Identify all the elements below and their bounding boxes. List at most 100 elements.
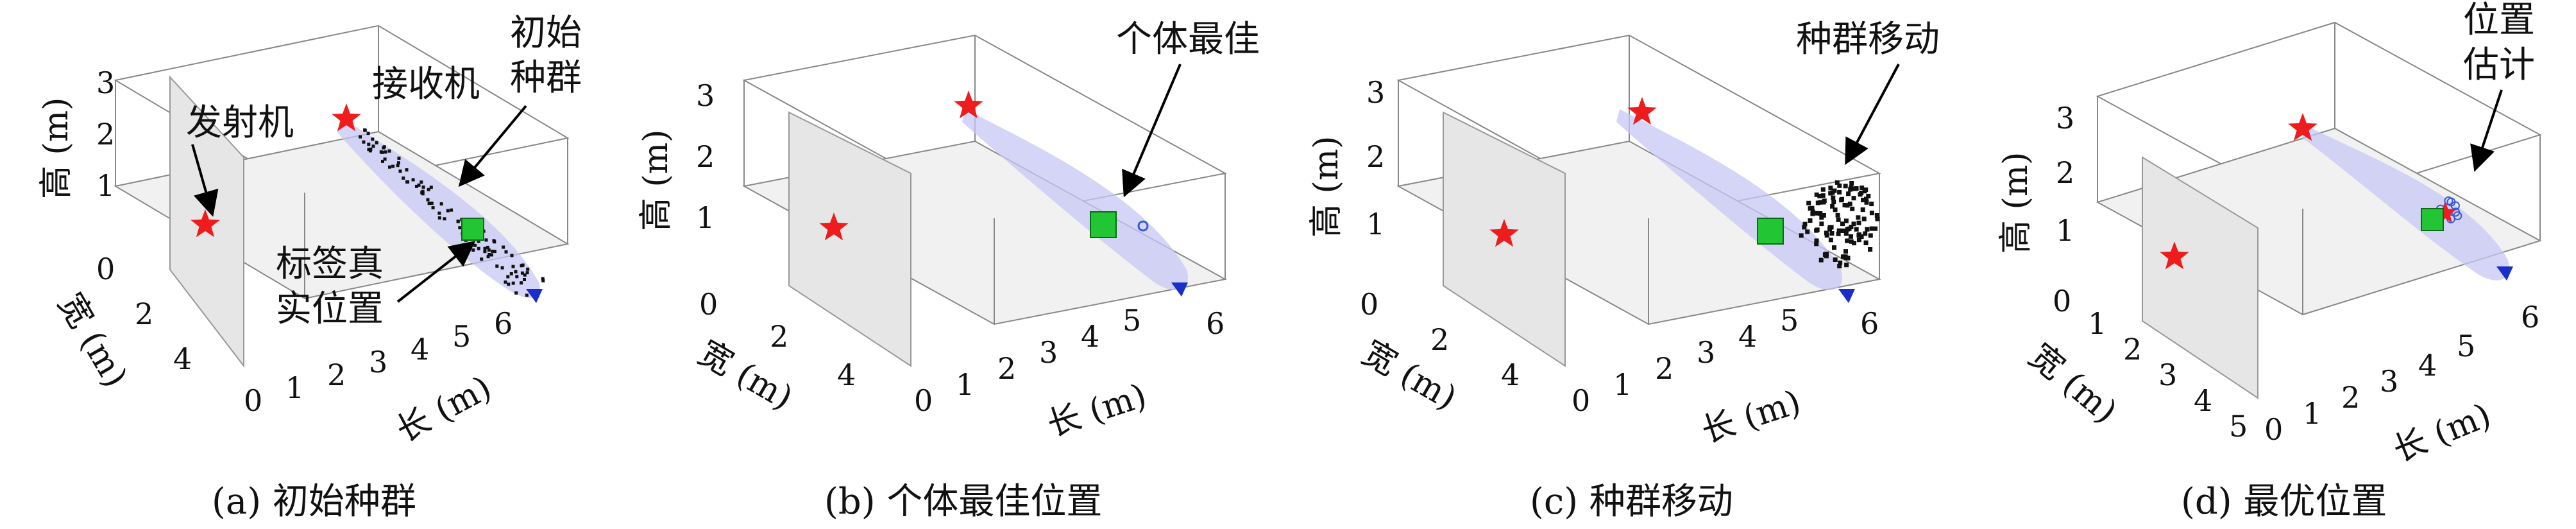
y-tick: 4 xyxy=(837,358,856,392)
population-point xyxy=(1844,263,1849,268)
population-point xyxy=(1820,193,1826,198)
population-point xyxy=(1828,191,1833,196)
population-point xyxy=(504,250,508,254)
x-tick: 0 xyxy=(244,383,262,418)
population-point xyxy=(490,253,493,257)
z-tick-labels: 3 2 1 xyxy=(96,65,115,203)
population-point xyxy=(1842,203,1847,207)
z-tick: 2 xyxy=(696,139,715,174)
z-tick: 2 xyxy=(1366,139,1385,174)
population-point xyxy=(483,250,487,254)
population-point xyxy=(1815,211,1820,216)
panel-b: 0 1 2 3 4 5 6 0 2 4 3 2 1 高 (m) 宽 (m) 长 … xyxy=(637,19,1260,523)
population-point xyxy=(1832,245,1836,250)
population-point xyxy=(1854,227,1859,232)
population-point xyxy=(484,238,488,242)
population-point xyxy=(375,141,378,144)
population-point xyxy=(1859,234,1864,239)
population-point xyxy=(1821,200,1826,205)
population-point xyxy=(359,135,362,139)
population-point xyxy=(1848,234,1853,239)
population-point xyxy=(1836,228,1842,233)
population-point xyxy=(1802,225,1807,230)
population-point xyxy=(1849,181,1854,186)
tag-triangle xyxy=(2496,266,2513,281)
x-tick-labels: 0 1 2 3 4 5 6 xyxy=(2264,300,2539,447)
arrow-transmitter xyxy=(191,144,219,217)
x-tick: 3 xyxy=(1697,335,1715,370)
population-point xyxy=(426,198,430,202)
caption-b: (b) 个体最佳位置 xyxy=(824,481,1102,523)
population-point xyxy=(520,264,523,268)
x-tick: 0 xyxy=(2264,412,2283,447)
population-point xyxy=(1817,193,1822,198)
population-point xyxy=(1851,221,1856,227)
population-point xyxy=(1868,233,1873,238)
population-point xyxy=(1828,238,1833,243)
z-tick: 1 xyxy=(696,200,715,235)
population-point xyxy=(1843,249,1848,254)
population-point xyxy=(429,186,433,189)
shaded-wall xyxy=(788,111,911,367)
population-point xyxy=(514,270,518,273)
y-tick: 0 xyxy=(1360,287,1378,322)
population-point xyxy=(1856,232,1861,238)
population-point xyxy=(427,202,431,205)
population-point xyxy=(450,208,453,212)
population-point xyxy=(1818,211,1823,216)
y-tick: 4 xyxy=(1501,358,1520,392)
population-point xyxy=(1824,230,1829,236)
x-tick: 2 xyxy=(2341,380,2360,415)
y-axis-label: 宽 (m) xyxy=(51,287,135,394)
tag-square xyxy=(1757,218,1784,245)
best-position-circle xyxy=(1137,220,1149,232)
x-tick: 0 xyxy=(914,383,933,418)
beam-ellipse xyxy=(962,109,1188,290)
population-point xyxy=(526,267,530,271)
population-point xyxy=(1869,211,1874,216)
population-point xyxy=(427,187,430,191)
population-point xyxy=(1821,213,1826,218)
population-point xyxy=(1814,228,1819,233)
x-tick: 2 xyxy=(1655,351,1674,386)
population-point xyxy=(396,161,400,165)
x-axis-label: 长 (m) xyxy=(2387,396,2496,470)
population-point xyxy=(493,250,496,254)
population-point xyxy=(1835,212,1840,218)
panel-a: 0 1 2 3 4 5 6 0 2 4 3 2 1 高 (m) 宽 (m) 长 … xyxy=(37,12,582,523)
arrow-best xyxy=(1122,64,1182,198)
population-point xyxy=(1799,233,1804,238)
population-point xyxy=(1865,227,1870,232)
population-point xyxy=(504,280,507,284)
x-tick: 4 xyxy=(1081,319,1099,354)
population-point xyxy=(2446,197,2456,207)
tag-square xyxy=(1090,211,1117,238)
annotation-receiver: 接收机 xyxy=(372,64,480,105)
x-tick: 4 xyxy=(2418,348,2437,383)
z-tick: 1 xyxy=(96,168,115,203)
z-tick: 2 xyxy=(2056,155,2074,190)
arrow-population xyxy=(458,105,527,187)
y-tick-labels: 0 2 4 xyxy=(96,252,192,376)
population-point xyxy=(541,279,545,282)
population-point xyxy=(391,164,395,168)
population-point xyxy=(1819,221,1824,227)
x-tick: 6 xyxy=(494,306,513,341)
x-tick: 1 xyxy=(956,367,974,402)
population-point xyxy=(506,275,510,279)
population-point xyxy=(1860,186,1865,190)
population-point xyxy=(1831,195,1836,200)
population-point xyxy=(520,271,524,275)
x-tick: 4 xyxy=(1738,319,1757,354)
population-point xyxy=(1841,229,1845,233)
population-point xyxy=(486,245,489,249)
population-point xyxy=(456,220,460,223)
y-tick-labels: 0 2 4 xyxy=(699,287,856,392)
population-point xyxy=(1856,215,1861,220)
population-point xyxy=(1846,191,1851,196)
population-point xyxy=(480,257,484,261)
population-point xyxy=(1829,231,1835,236)
population-point xyxy=(1824,252,1829,256)
y-tick: 4 xyxy=(173,342,192,376)
population-point xyxy=(486,255,490,259)
